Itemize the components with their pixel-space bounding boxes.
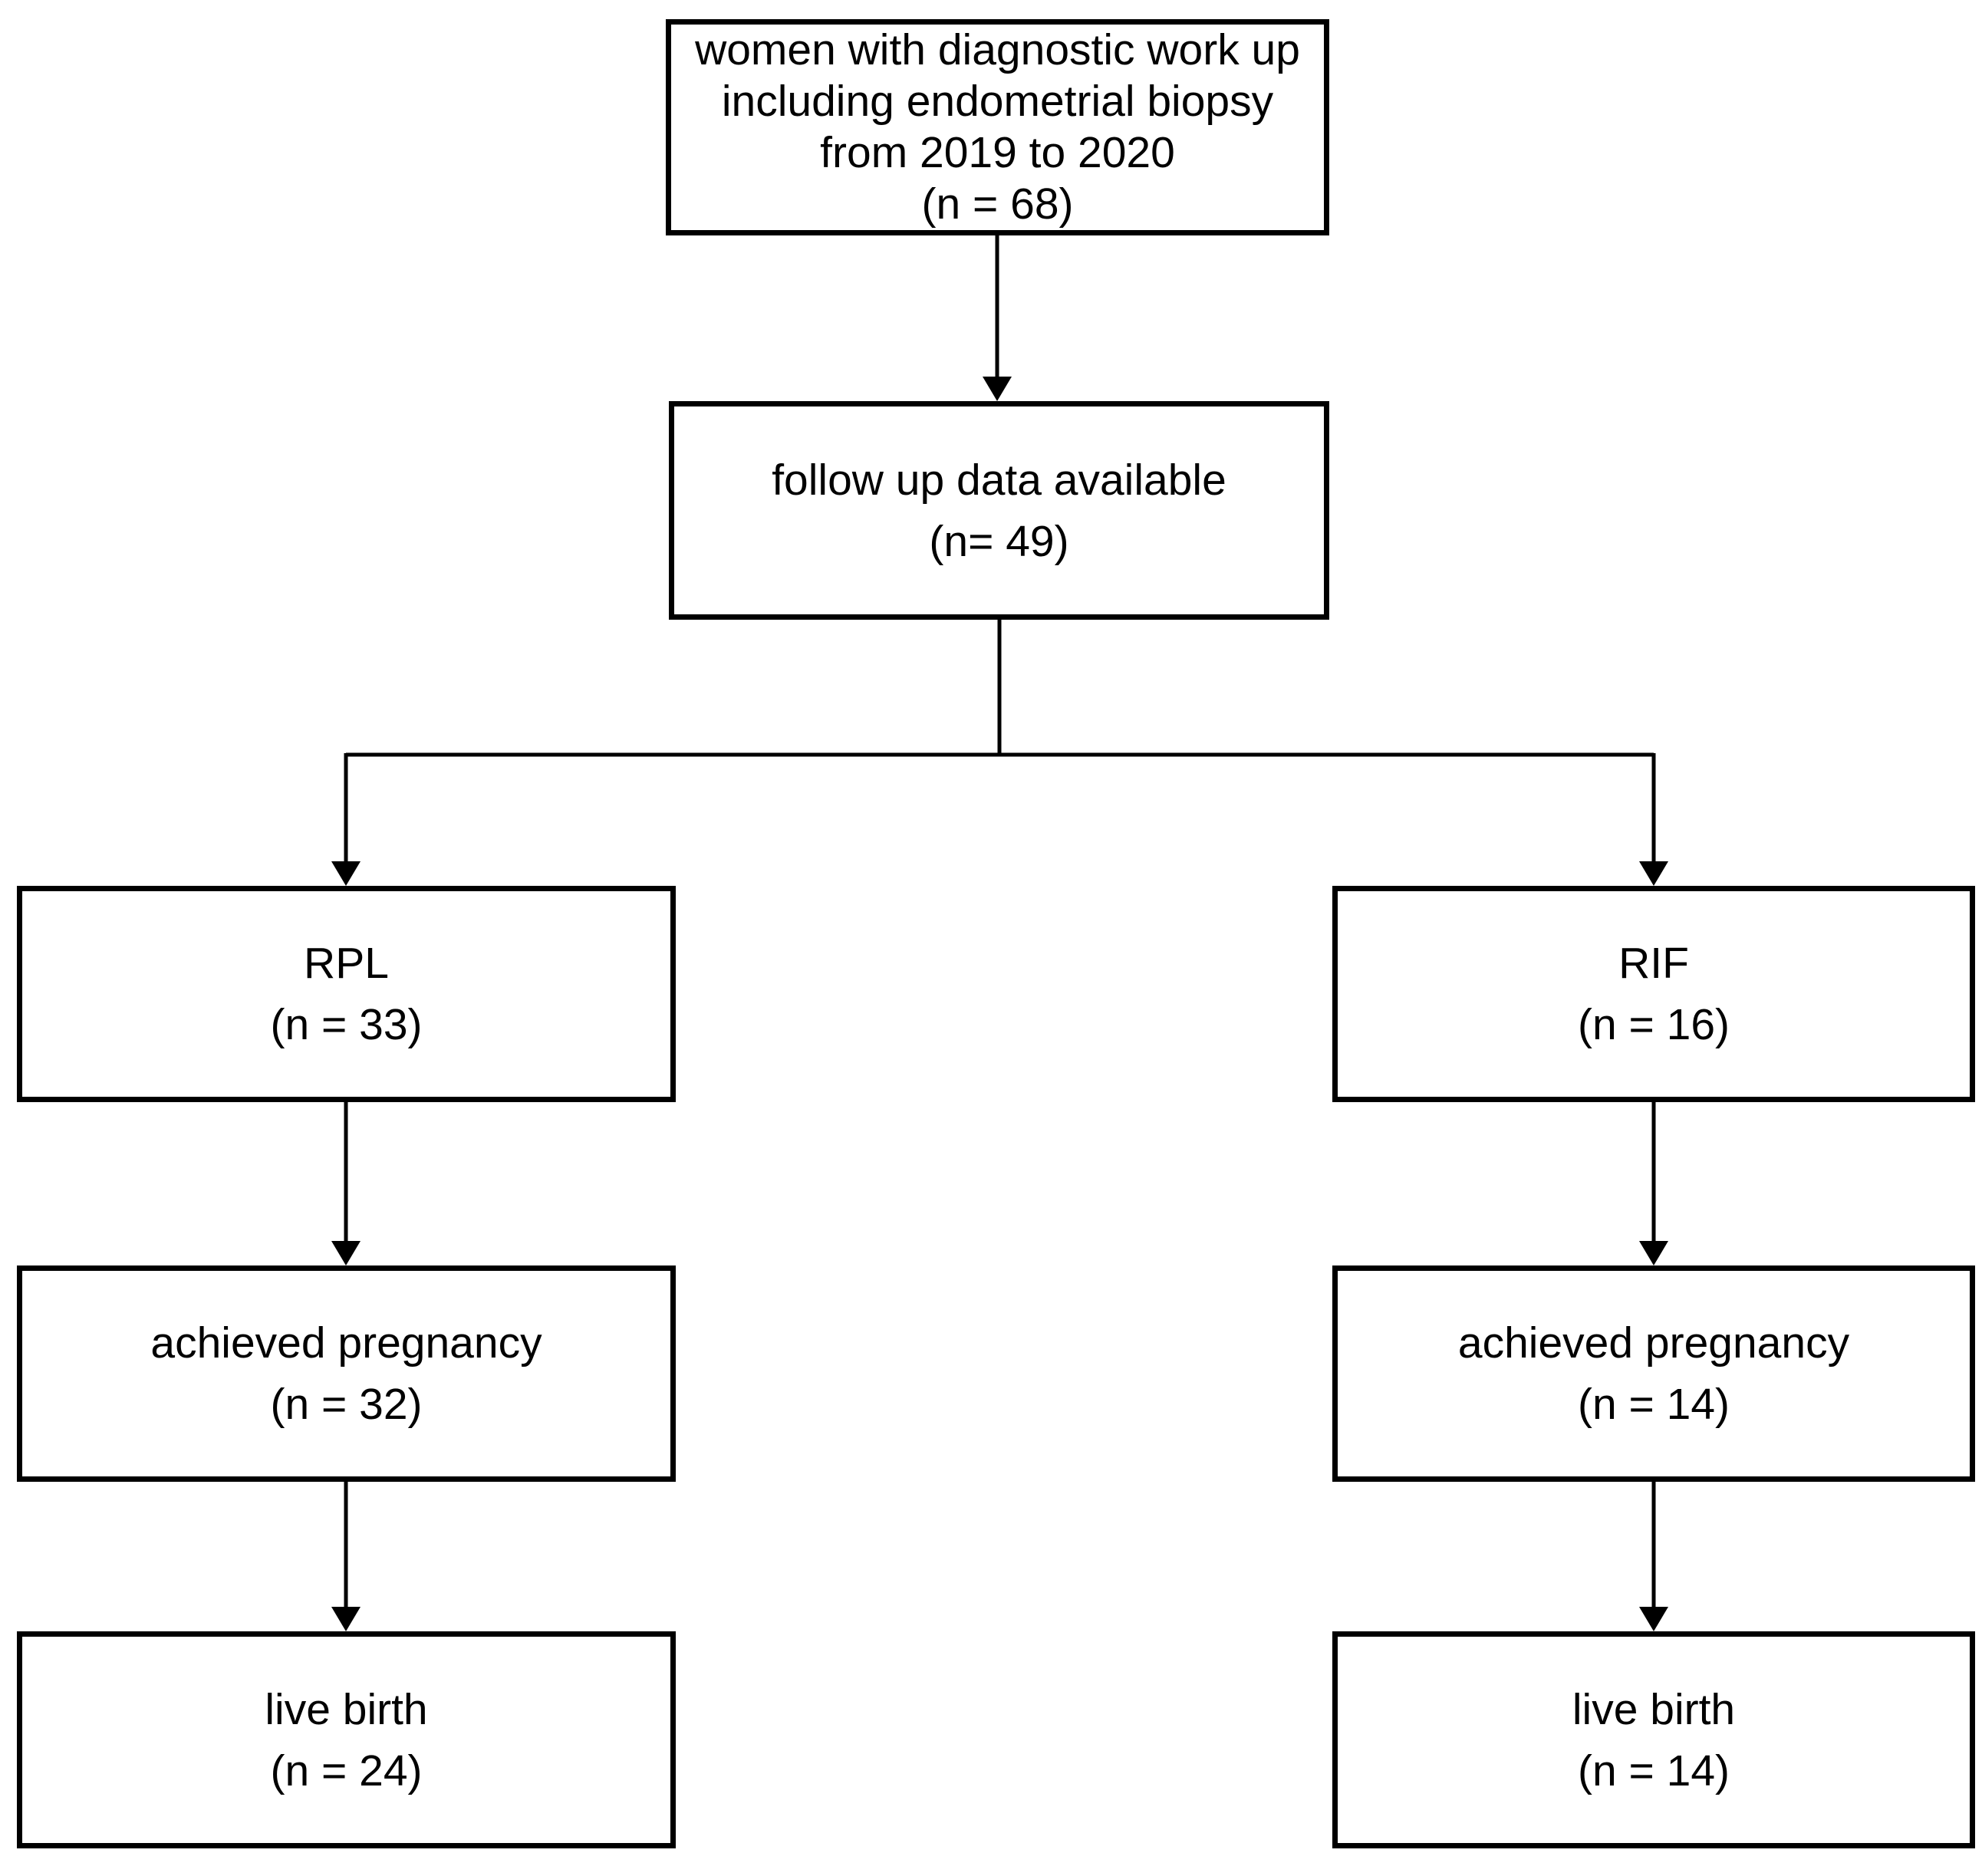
node-count-line: (n = 33) [270, 1000, 423, 1049]
node-followup-data: follow up data available (n= 49) [669, 401, 1329, 620]
node-count-line: (n = 14) [1577, 1746, 1730, 1795]
node-rpl-live-birth: live birth (n = 24) [17, 1631, 676, 1848]
arrowhead-rif [1639, 861, 1668, 886]
node-text-line: achieved pregnancy [150, 1318, 542, 1368]
node-rif-achieved-pregnancy: achieved pregnancy (n = 14) [1332, 1265, 1975, 1482]
node-text-line: follow up data available [772, 455, 1226, 505]
arrowhead-followup [983, 377, 1012, 401]
node-text-line: live birth [265, 1684, 428, 1734]
node-text-line: RIF [1618, 939, 1689, 988]
node-diagnostic-workup: women with diagnostic work up including … [666, 19, 1329, 235]
arrowhead-rpl-pregnancy [331, 1241, 361, 1265]
node-rif: RIF (n = 16) [1332, 886, 1975, 1102]
node-count-line: (n = 14) [1577, 1380, 1730, 1429]
arrowhead-rif-pregnancy [1639, 1241, 1668, 1265]
node-count-line: (n = 24) [270, 1746, 423, 1795]
node-rif-live-birth: live birth (n = 14) [1332, 1631, 1975, 1848]
node-rpl: RPL (n = 33) [17, 886, 676, 1102]
node-count-line: (n = 68) [921, 179, 1074, 229]
arrowhead-rif-livebirth [1639, 1607, 1668, 1631]
node-text-line: RPL [304, 939, 389, 988]
arrowhead-rpl-livebirth [331, 1607, 361, 1631]
arrowhead-rpl [331, 861, 361, 886]
node-text-line: live birth [1572, 1684, 1736, 1734]
node-rpl-achieved-pregnancy: achieved pregnancy (n = 32) [17, 1265, 676, 1482]
node-text-line: women with diagnostic work up [695, 25, 1300, 74]
node-text-line: from 2019 to 2020 [820, 128, 1175, 177]
node-count-line: (n= 49) [929, 516, 1069, 566]
node-text-line: achieved pregnancy [1457, 1318, 1850, 1368]
node-count-line: (n = 16) [1577, 1000, 1730, 1049]
node-count-line: (n = 32) [270, 1380, 423, 1429]
node-text-line: including endometrial biopsy [721, 77, 1274, 126]
